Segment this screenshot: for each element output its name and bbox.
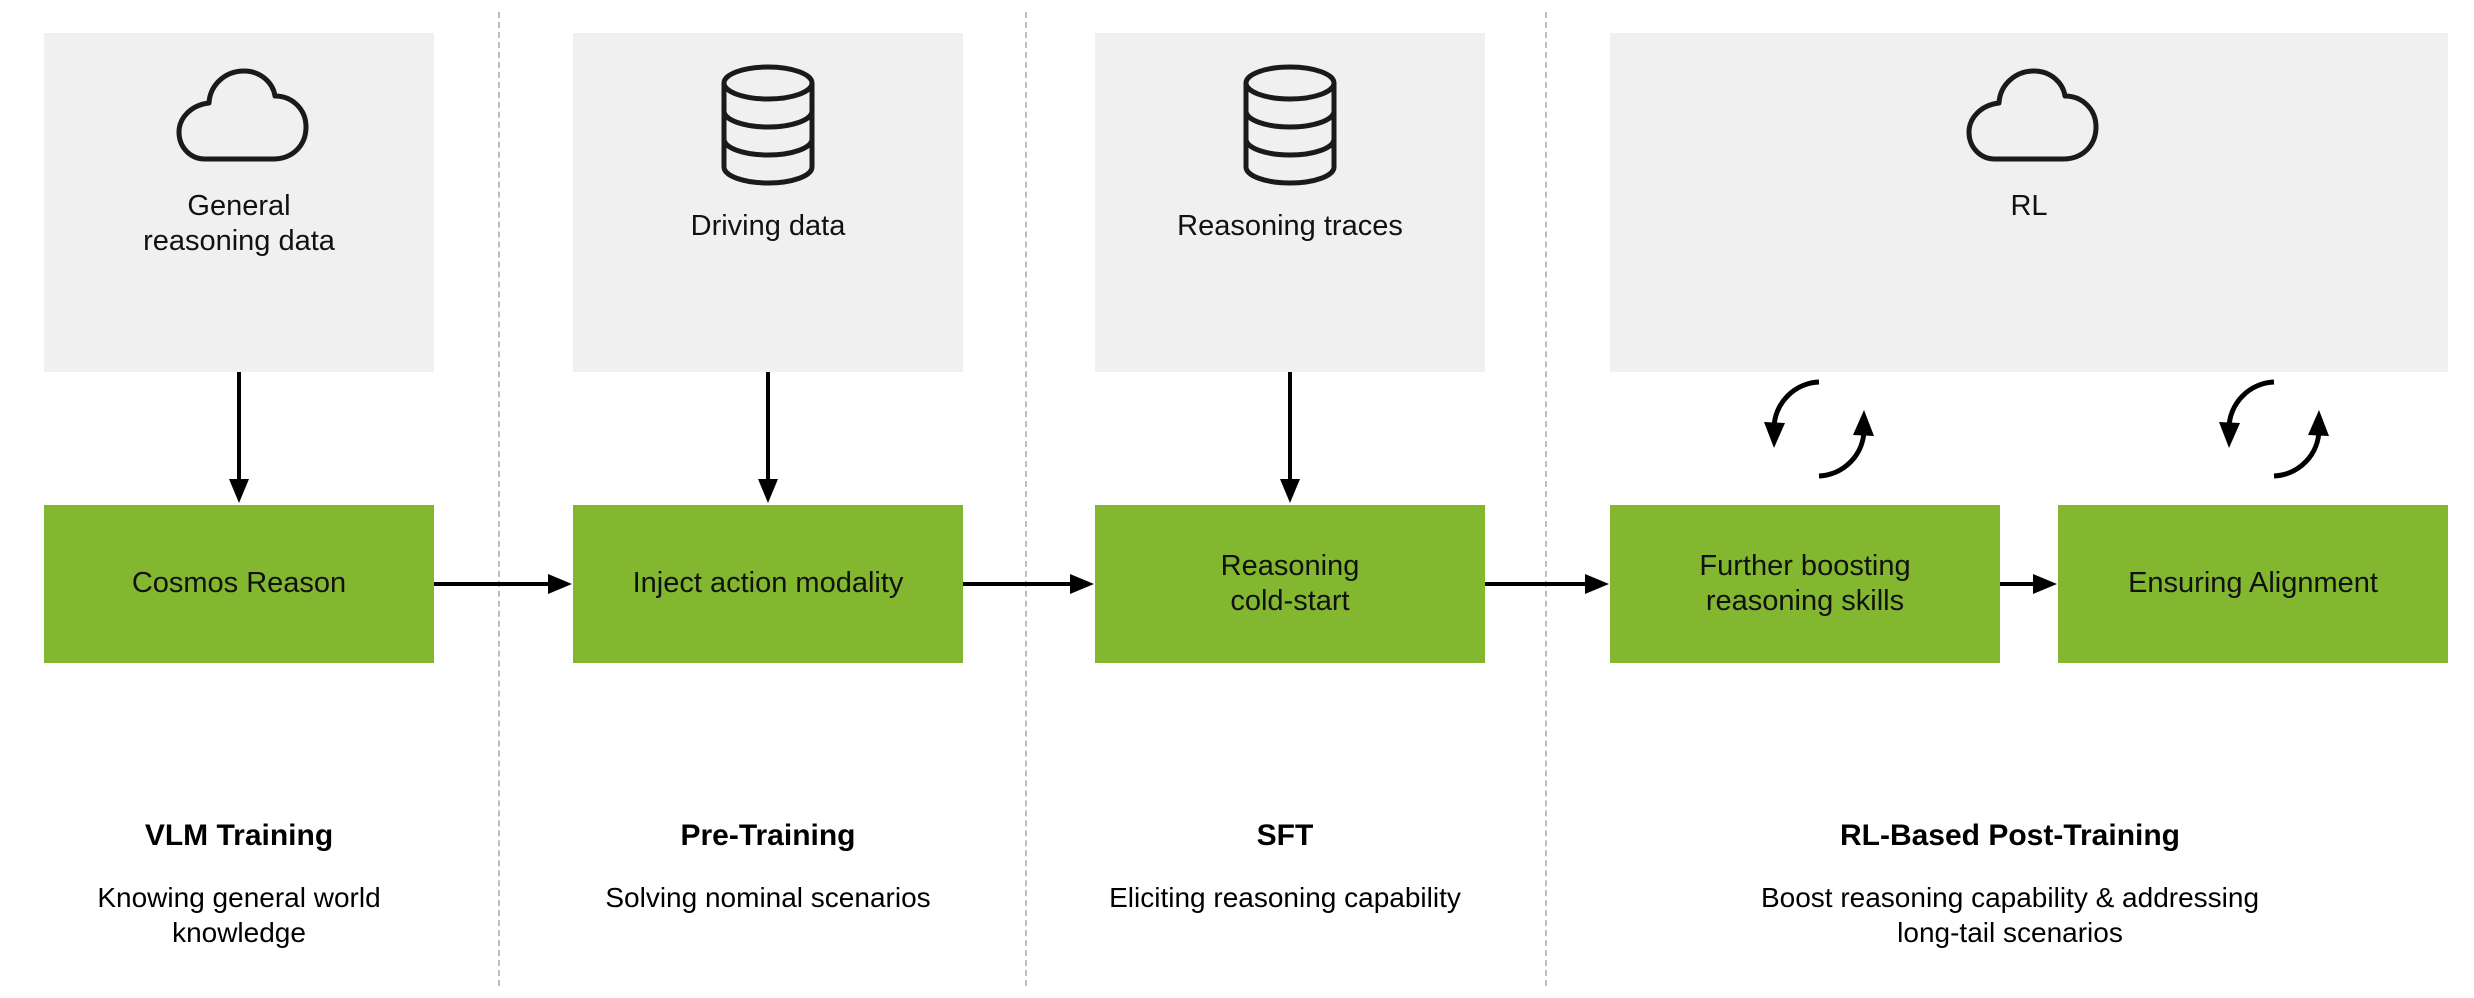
phase-sft: SFT Eliciting reasoning capability xyxy=(1035,818,1535,915)
phase-pre-training: Pre-Training Solving nominal scenarios xyxy=(528,818,1008,915)
section-divider-3 xyxy=(1545,12,1547,986)
phase-title: VLM Training xyxy=(144,819,334,852)
phase-subtitle: Solving nominal scenarios xyxy=(605,882,931,913)
source-label: Driving data xyxy=(690,210,846,242)
arrow-right-cosmos-to-inject xyxy=(434,570,573,598)
phase-title: Pre-Training xyxy=(680,819,856,852)
phase-vlm-training: VLM Training Knowing general world knowl… xyxy=(24,818,454,950)
stage-box-label: Inject action modality xyxy=(632,567,904,600)
source-box-reasoning-traces: Reasoning traces xyxy=(1095,33,1485,372)
stage-box-label: Reasoning cold-start xyxy=(1220,549,1360,617)
arrow-down-sft xyxy=(1276,372,1304,505)
phase-subtitle: Eliciting reasoning capability xyxy=(1109,882,1461,913)
source-label: Reasoning traces xyxy=(1177,210,1403,242)
stage-box-cosmos-reason[interactable]: Cosmos Reason xyxy=(44,505,434,663)
phase-title: RL-Based Post-Training xyxy=(1839,819,2181,852)
phase-subtitle: Knowing general world knowledge xyxy=(97,882,381,948)
cloud-icon xyxy=(1955,63,2103,167)
stage-box-label: Cosmos Reason xyxy=(131,567,347,600)
source-box-general-reasoning-data: General reasoning data xyxy=(44,33,434,372)
source-box-driving-data: Driving data xyxy=(573,33,963,372)
source-label: RL xyxy=(2010,190,2048,222)
arrow-right-coldstart-to-boosting xyxy=(1485,570,1610,598)
stage-box-inject-action-modality[interactable]: Inject action modality xyxy=(573,505,963,663)
arrow-down-vlm xyxy=(225,372,253,505)
source-box-rl: RL xyxy=(1610,33,2448,372)
cloud-icon xyxy=(165,63,313,167)
stage-box-label: Further boosting reasoning skills xyxy=(1699,549,1911,617)
stage-box-further-boosting-reasoning-skills[interactable]: Further boosting reasoning skills xyxy=(1610,505,2000,663)
cycle-arrows-icon xyxy=(1760,370,1878,488)
phase-rl-based-post-training: RL-Based Post-Training Boost reasoning c… xyxy=(1560,818,2460,950)
arrow-right-inject-to-coldstart xyxy=(963,570,1095,598)
source-label: General reasoning data xyxy=(143,190,335,258)
stage-box-label: Ensuring Alignment xyxy=(2128,567,2378,600)
arrow-right-boosting-to-alignment xyxy=(2000,570,2058,598)
phase-title: SFT xyxy=(1256,819,1314,852)
section-divider-2 xyxy=(1025,12,1027,986)
phase-subtitle: Boost reasoning capability & addressing … xyxy=(1760,882,2260,948)
section-divider-1 xyxy=(498,12,500,986)
cycle-arrows-icon xyxy=(2215,370,2333,488)
database-icon xyxy=(716,63,820,187)
stage-box-reasoning-cold-start[interactable]: Reasoning cold-start xyxy=(1095,505,1485,663)
arrow-down-pretraining xyxy=(754,372,782,505)
database-icon xyxy=(1238,63,1342,187)
stage-box-ensuring-alignment[interactable]: Ensuring Alignment xyxy=(2058,505,2448,663)
